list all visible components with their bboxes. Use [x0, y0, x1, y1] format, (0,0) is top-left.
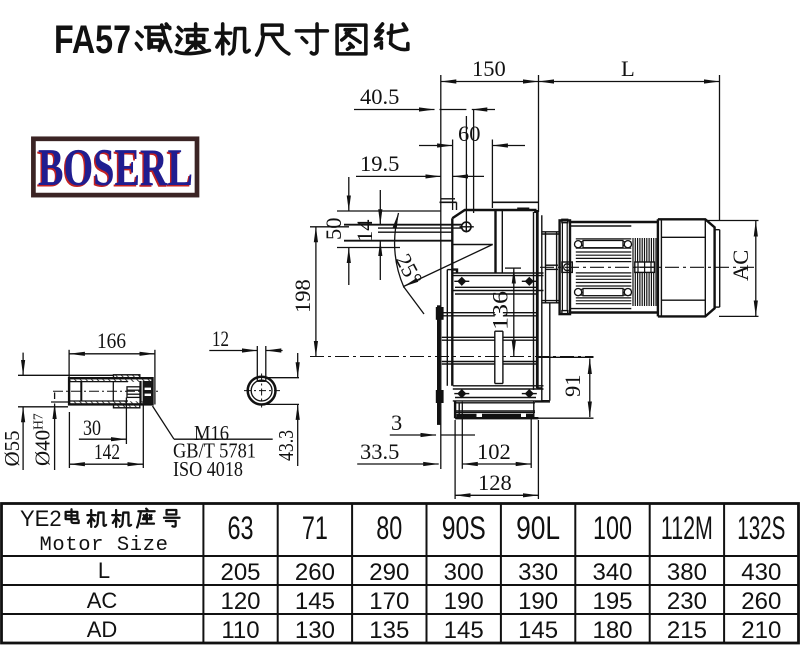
svg-text:205: 205 — [220, 559, 260, 586]
svg-text:110: 110 — [221, 617, 259, 644]
svg-text:43.3: 43.3 — [274, 430, 298, 461]
svg-text:63: 63 — [228, 510, 254, 546]
svg-text:260: 260 — [295, 559, 335, 586]
svg-text:71: 71 — [302, 510, 328, 546]
svg-text:BOSERL: BOSERL — [37, 141, 192, 199]
svg-text:330: 330 — [518, 559, 558, 586]
svg-text:80: 80 — [376, 510, 402, 546]
svg-text:90L: 90L — [516, 510, 560, 546]
svg-text:215: 215 — [667, 617, 707, 644]
svg-text:166: 166 — [97, 328, 126, 353]
svg-text:Ø55: Ø55 — [0, 430, 24, 466]
svg-text:M16: M16 — [194, 421, 229, 445]
svg-text:190: 190 — [518, 588, 558, 615]
svg-text:150: 150 — [472, 56, 506, 81]
svg-text:145: 145 — [518, 617, 558, 644]
svg-text:L: L — [98, 558, 110, 583]
svg-text:Ø40H7: Ø40H7 — [31, 413, 55, 466]
svg-text:AC: AC — [728, 250, 753, 281]
svg-text:120: 120 — [220, 588, 260, 615]
svg-text:YE2: YE2 — [20, 506, 62, 531]
svg-text:33.5: 33.5 — [360, 439, 399, 464]
svg-text:145: 145 — [444, 617, 484, 644]
svg-text:BOSERL: BOSERL — [38, 139, 193, 197]
svg-text:91: 91 — [560, 375, 585, 398]
svg-text:132S: 132S — [737, 510, 785, 546]
svg-text:19.5: 19.5 — [360, 151, 399, 176]
svg-text:430: 430 — [741, 559, 781, 586]
svg-text:135: 135 — [369, 617, 409, 644]
svg-text:ISO 4018: ISO 4018 — [173, 457, 243, 481]
svg-text:290: 290 — [369, 559, 409, 586]
svg-text:340: 340 — [592, 559, 632, 586]
svg-text:L: L — [621, 56, 635, 81]
svg-text:AC: AC — [87, 588, 118, 613]
svg-text:260: 260 — [741, 588, 781, 615]
svg-text:Motor Size: Motor Size — [39, 534, 168, 557]
svg-text:128: 128 — [478, 470, 512, 495]
svg-text:102: 102 — [477, 439, 511, 464]
svg-text:300: 300 — [444, 559, 484, 586]
svg-text:136: 136 — [488, 291, 513, 330]
svg-text:180: 180 — [592, 617, 632, 644]
svg-text:198: 198 — [290, 279, 315, 313]
svg-text:130: 130 — [295, 617, 335, 644]
svg-text:40.5: 40.5 — [360, 84, 399, 109]
svg-text:30: 30 — [83, 415, 101, 440]
svg-text:90S: 90S — [442, 510, 486, 546]
svg-text:50: 50 — [321, 218, 346, 241]
svg-text:3: 3 — [391, 410, 402, 435]
svg-text:AD: AD — [87, 617, 118, 642]
svg-text:195: 195 — [592, 588, 632, 615]
svg-text:210: 210 — [741, 617, 781, 644]
svg-text:145: 145 — [295, 588, 335, 615]
svg-text:190: 190 — [444, 588, 484, 615]
svg-text:FA57: FA57 — [54, 18, 131, 62]
svg-text:GB/T 5781: GB/T 5781 — [173, 439, 256, 463]
svg-text:14: 14 — [352, 220, 377, 243]
svg-text:60: 60 — [458, 121, 481, 146]
svg-text:112M: 112M — [661, 510, 713, 546]
svg-text:170: 170 — [369, 588, 409, 615]
svg-text:25°: 25° — [391, 250, 428, 290]
svg-text:12: 12 — [212, 326, 229, 351]
svg-text:142: 142 — [94, 439, 120, 464]
svg-text:230: 230 — [667, 588, 707, 615]
svg-text:100: 100 — [593, 510, 632, 546]
svg-text:380: 380 — [667, 559, 707, 586]
